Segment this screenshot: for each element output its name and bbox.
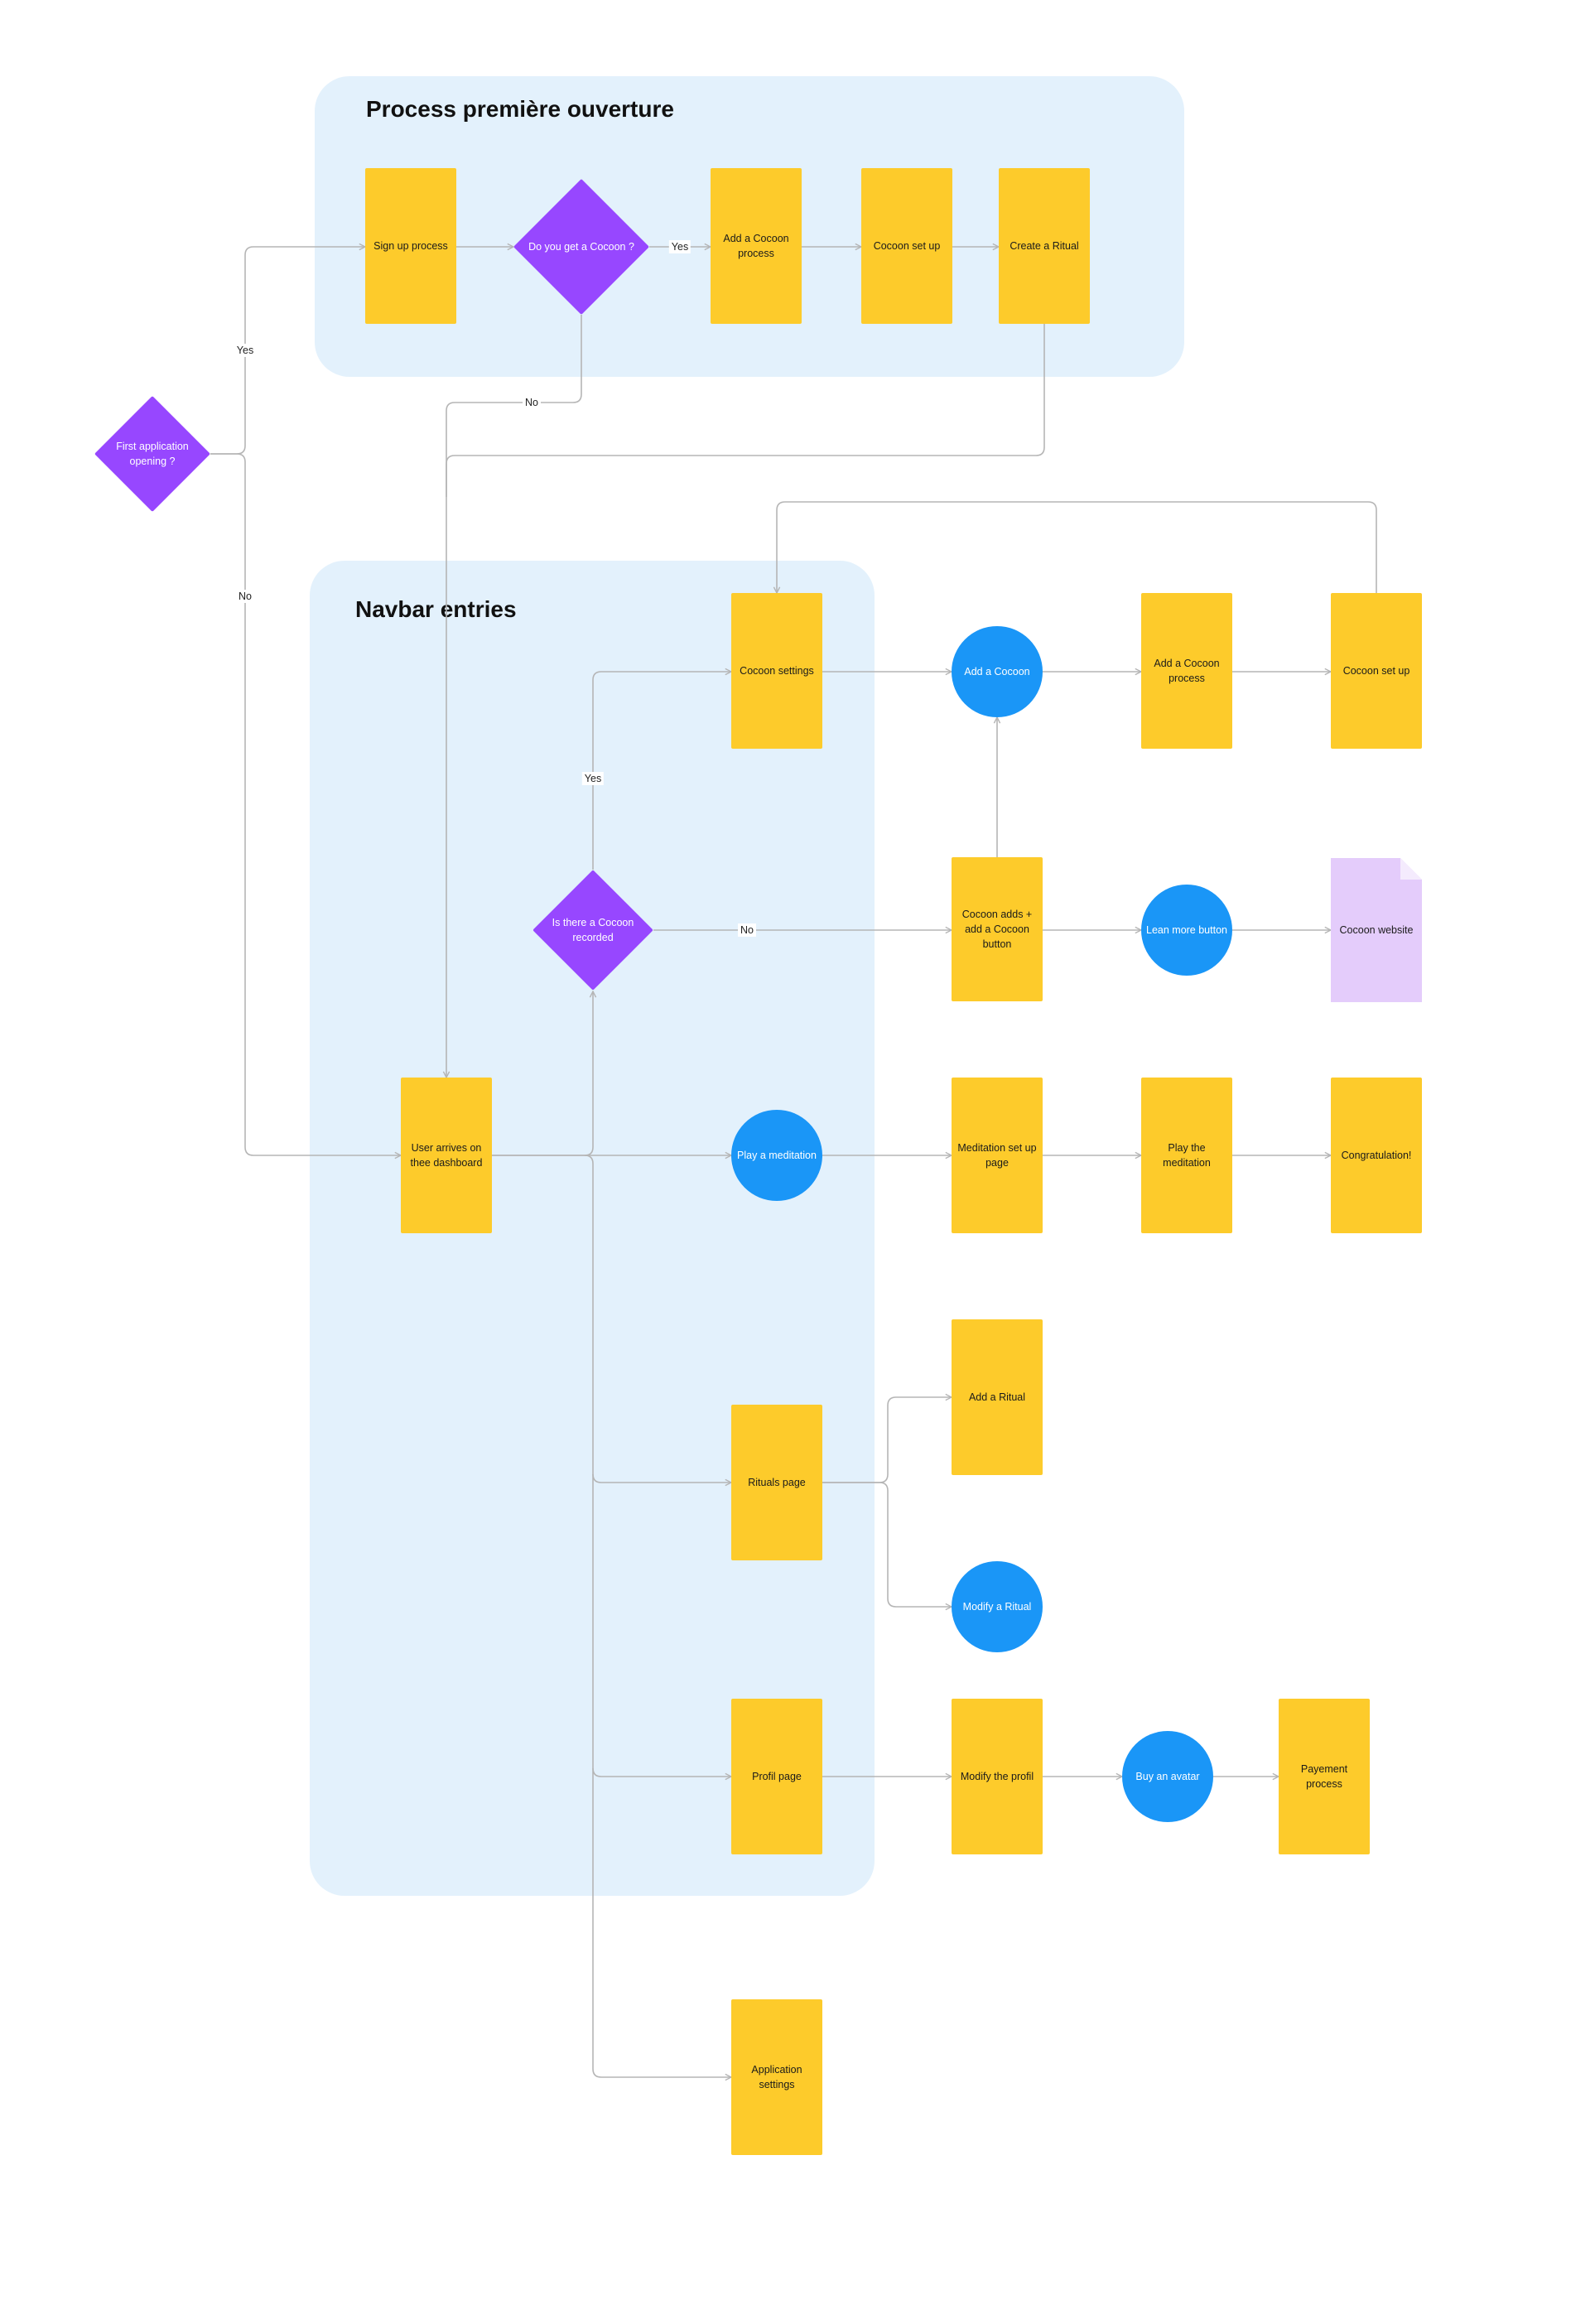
edge-label-cocoon-yes: Yes (668, 240, 691, 253)
edge-dashboard-profil (592, 1474, 731, 1777)
edge-dashboard-rituals (584, 1155, 731, 1483)
edge-createritual-dashboard (446, 324, 1045, 497)
node-meditation-setup: Meditation set up page (952, 1078, 1043, 1233)
node-create-ritual: Create a Ritual (999, 168, 1090, 324)
edge-getcocoon-no (446, 315, 582, 1078)
node-dashboard: User arrives on thee dashboard (401, 1078, 492, 1233)
node-add-cocoon-process-top: Add a Cocoon process (711, 168, 802, 324)
decision-cocoon-recorded: Is there a Cocoon recorded (532, 870, 653, 991)
edge-label-cocoon-no: No (523, 396, 541, 409)
node-cocoon-setup-right: Cocoon set up (1331, 593, 1422, 749)
node-learn-more-button: Lean more button (1141, 885, 1232, 976)
edge-recorded-yes (592, 672, 731, 870)
node-add-cocoon-process-right: Add a Cocoon process (1141, 593, 1232, 749)
node-rituals-page: Rituals page (731, 1405, 822, 1560)
node-cocoon-settings: Cocoon settings (731, 593, 822, 749)
edge-setup-back-settings (777, 501, 1377, 593)
edge-rituals-modifyritual (822, 1482, 952, 1607)
node-payment-process: Payement process (1279, 1699, 1370, 1854)
edge-rituals-addritual (822, 1397, 952, 1483)
edge-dashboard-recorded (492, 991, 593, 1156)
node-play-meditation: Play a meditation (731, 1110, 822, 1201)
node-add-cocoon-circle: Add a Cocoon (952, 626, 1043, 717)
edge-dashboard-appsettings (592, 1768, 731, 2077)
node-cocoon-website: Cocoon website (1331, 858, 1422, 1002)
decision-first-opening: First application opening ? (94, 395, 211, 513)
node-add-ritual: Add a Ritual (952, 1319, 1043, 1475)
node-buy-avatar: Buy an avatar (1122, 1731, 1213, 1822)
node-cocoon-setup-top: Cocoon set up (861, 168, 952, 324)
section-title-first-opening: Process première ouverture (366, 96, 674, 122)
node-modify-ritual: Modify a Ritual (952, 1561, 1043, 1652)
edge-label-first-no: No (236, 590, 254, 603)
edge-first-no-dashboard (210, 453, 401, 1155)
node-profil-page: Profil page (731, 1699, 822, 1854)
node-play-the-meditation: Play the meditation (1141, 1078, 1232, 1233)
node-modify-profil: Modify the profil (952, 1699, 1043, 1854)
node-application-settings: Application settings (731, 1999, 822, 2155)
section-title-navbar-entries: Navbar entries (355, 596, 517, 622)
edge-label-recorded-yes: Yes (581, 772, 605, 785)
node-congratulation: Congratulation! (1331, 1078, 1422, 1233)
decision-get-cocoon: Do you get a Cocoon ? (513, 178, 650, 316)
edge-label-recorded-no: No (738, 923, 756, 937)
edge-label-first-yes: Yes (234, 344, 257, 357)
node-signup-process: Sign up process (365, 168, 456, 324)
node-cocoon-adds-button: Cocoon adds + add a Cocoon button (952, 857, 1043, 1001)
